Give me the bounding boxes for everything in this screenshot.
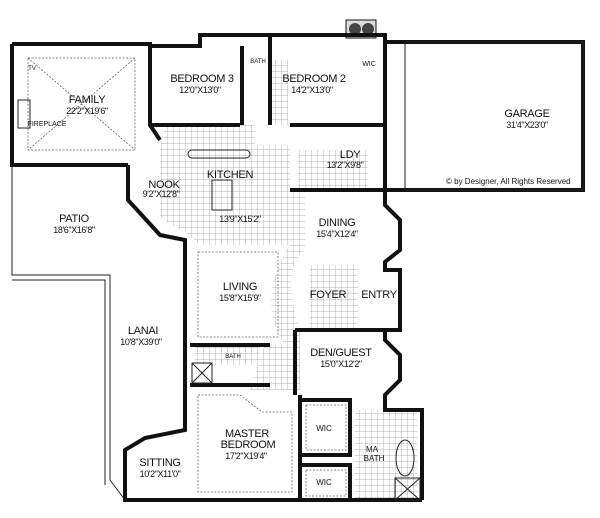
- nook-name: NOOK: [148, 179, 180, 191]
- ma-bath-label-1: MA: [366, 445, 379, 454]
- upper-bath-label: BATH: [250, 59, 266, 65]
- room-labels: TV FIREPLACE FAMILY 22'2"X19'6" BEDROOM …: [28, 59, 571, 487]
- living-name: LIVING: [223, 281, 257, 293]
- foyer-label: FOYER: [310, 289, 347, 301]
- nook-dims: 9'2"X12'8": [143, 189, 180, 199]
- lanai-dims: 10'8"X39'0": [120, 337, 162, 347]
- ma-bath-label-2: BATH: [364, 454, 385, 463]
- family-name: FAMILY: [69, 94, 106, 106]
- kitchen-dims: 13'9"X15'2": [219, 214, 261, 224]
- sitting-dims: 10'2"X11'0": [140, 469, 181, 479]
- wic-b-label: WIC: [316, 478, 332, 487]
- sitting-name: SITTING: [139, 457, 180, 469]
- master-name-2: BEDROOM: [221, 439, 276, 451]
- bedroom2-dims: 14'2"X13'0": [291, 85, 333, 95]
- lanai-name: LANAI: [128, 325, 159, 337]
- garage-dims: 31'4"X23'0": [506, 120, 548, 130]
- entry-label: ENTRY: [361, 289, 398, 301]
- living-dims: 15'8"X15'9": [219, 293, 261, 303]
- dining-name: DINING: [319, 217, 356, 229]
- wic-a-label: WIC: [316, 424, 332, 433]
- bedroom3-name: BEDROOM 3: [170, 73, 233, 85]
- kitchen-name: KITCHEN: [207, 169, 254, 181]
- bedroom3-dims: 12'0"X13'0": [179, 85, 221, 95]
- laundry-name: LDY: [340, 149, 361, 161]
- upper-wic-label: WIC: [362, 61, 376, 68]
- garage-name: GARAGE: [504, 108, 549, 120]
- patio-name: PATIO: [59, 213, 90, 225]
- patio-dims: 18'6"X16'8": [53, 225, 95, 235]
- den-name: DEN/GUEST: [310, 347, 372, 359]
- bedroom2-name: BEDROOM 2: [282, 73, 345, 85]
- interior-details: [17, 41, 584, 501]
- family-dims: 22'2"X19'6": [66, 106, 108, 116]
- dining-dims: 15'4"X12'4": [316, 229, 358, 239]
- laundry-dims: 13'2"X9'8": [327, 160, 364, 170]
- fireplace-label: FIREPLACE: [28, 121, 67, 128]
- tile-floors: [160, 60, 417, 500]
- lower-bath-label: BATH: [225, 354, 241, 360]
- patio-lanai-outline: [11, 165, 126, 501]
- copyright-text: © by Designer, All Rights Reserved: [446, 177, 571, 186]
- master-dims: 17'2"X19'4": [225, 451, 267, 461]
- den-dims: 15'0"X12'2": [320, 359, 362, 369]
- tv-label: TV: [28, 66, 36, 72]
- master-name-1: MASTER: [225, 428, 269, 440]
